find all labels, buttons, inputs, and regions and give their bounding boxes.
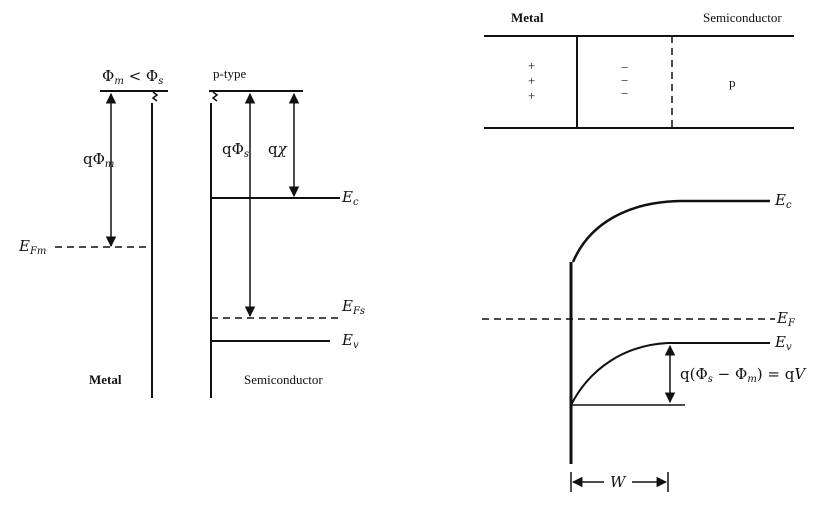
right-panel: Metal Semiconductor + + + − − − p Ec EF … (482, 10, 807, 492)
width-label: W (610, 473, 627, 491)
right-Ev-band (570, 342, 770, 406)
barrier-label: q(Φs − Φm) = qV (680, 365, 807, 385)
minus-sign: − (621, 86, 628, 101)
plus-sign: + (528, 73, 535, 88)
left-semiconductor-label: Semiconductor (244, 372, 323, 387)
left-Ev-label: Ev (341, 331, 359, 351)
left-metal-label: Metal (89, 372, 122, 387)
right-metal-label: Metal (511, 10, 544, 25)
plus-sign: + (528, 88, 535, 103)
q-phi-m-label: qΦm (83, 150, 114, 170)
EFm-label: EFm (18, 237, 46, 257)
minus-sign: − (621, 73, 628, 88)
metal-break-mark (151, 91, 159, 102)
right-Ec-label: Ec (774, 191, 792, 211)
EFs-label: EFs (341, 297, 365, 317)
q-phi-s-label: qΦs (222, 140, 249, 160)
plus-sign: + (528, 58, 535, 73)
right-Ev-label: Ev (774, 333, 792, 353)
q-chi-label: qχ (268, 140, 288, 158)
right-Ec-band (571, 199, 770, 263)
right-EF-label: EF (776, 309, 796, 329)
condition-label: Φm < Φs (102, 67, 163, 87)
semiconductor-type-label: p-type (213, 66, 246, 81)
right-semiconductor-label: Semiconductor (703, 10, 782, 25)
p-region-label: p (729, 75, 736, 90)
minus-sign: − (621, 60, 628, 75)
left-panel: Φm < Φs qΦm EFm p-type qΦs qχ Ec EFs (18, 66, 365, 398)
sc-break-mark (211, 91, 219, 102)
left-Ec-label: Ec (341, 188, 359, 208)
